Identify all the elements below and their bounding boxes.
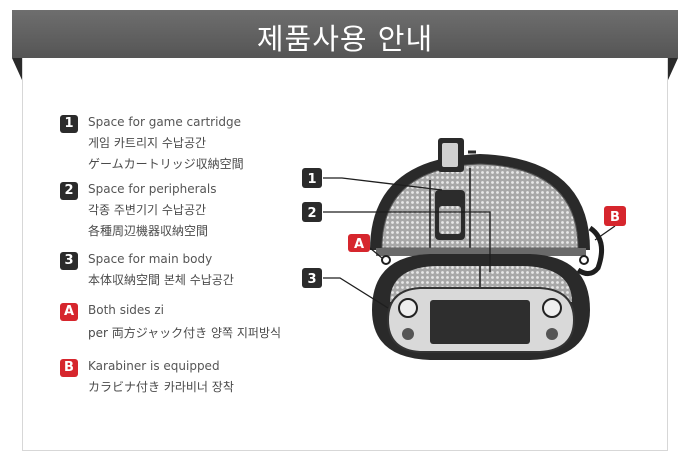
callout-line-b [594,225,616,241]
callout-label: B [610,210,620,225]
zipper-pull-icon [381,255,391,265]
legend-line: カラビナ付き 카라비너 장착 [88,380,234,394]
legend-badge: A [60,303,78,321]
legend-badge: 2 [60,182,78,200]
callout-line-3 [323,277,389,309]
legend-badge: B [60,359,78,377]
legend-line: Space for main body [88,252,213,266]
callout-badge-b: B [604,206,626,226]
callout-label: 2 [307,206,316,221]
game-card-icon [438,138,476,172]
callout-label: A [354,237,364,252]
banner-fold-right [668,58,678,80]
legend-line: per 両方ジャック付き 양쪽 지퍼방식 [88,326,282,340]
legend-line: Karabiner is equipped [88,359,220,373]
case-lid [370,154,590,250]
banner-fold-left [12,58,22,80]
legend-line: Both sides zi [88,303,164,317]
case-body [372,254,590,360]
callout-badge-1: 1 [302,168,322,188]
callout-line-a [369,247,383,259]
legend-line: Space for game cartridge [88,115,242,129]
callout-line-1 [323,177,443,191]
legend-line: ゲームカートリッジ収納空間 [88,157,244,171]
karabiner-icon [576,225,605,276]
callout-line-2 [323,211,491,272]
callout-label: 1 [307,172,316,187]
legend-badge: 1 [60,115,78,133]
callout-badge-2: 2 [302,202,322,222]
legend-line: Space for peripherals [88,182,217,196]
legend-line: 本体収納空間 본체 수납공간 [88,273,234,287]
legend-line: 각종 주변기기 수납공간 [88,203,207,217]
case-diagram: 1 2 3 A B [302,138,626,360]
legend-badge: 3 [60,252,78,270]
callout-badge-a: A [348,234,370,252]
callout-label: 3 [307,272,316,287]
legend-line: 게임 카트리지 수납공간 [88,136,207,150]
header-banner: 제품사용 안내 [12,10,678,58]
legend-line: 各種周辺機器収納空間 [88,224,209,238]
zipper-pull-icon [579,255,589,265]
page-title: 제품사용 안내 [256,22,434,56]
zipper-band [376,248,586,256]
callout-badge-3: 3 [302,268,322,288]
